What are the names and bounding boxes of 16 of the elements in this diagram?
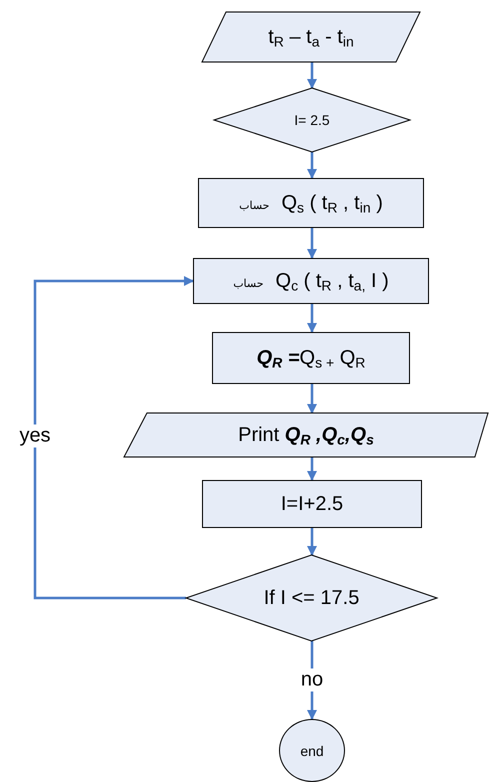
arrow (307, 304, 317, 333)
process-box: I=I+2.5 (202, 480, 422, 528)
arrow (34, 276, 194, 600)
arrow (307, 228, 317, 259)
arrow (307, 528, 317, 556)
terminal-circle: end (279, 719, 345, 782)
decision-diamond: I= 2.5 (214, 88, 410, 152)
arrow (307, 62, 317, 89)
process-box: Q$_{R}$ =Q$_{s +}$ Q$_{R}$ (212, 332, 410, 384)
output-parallelogram: Print Q$_{R}$ ,Q$_{c}$,Q$_{s}$ (124, 413, 488, 457)
arrow (307, 152, 317, 179)
edge-label: yes (17, 424, 53, 448)
arrow (307, 384, 317, 414)
input-parallelogram: t$_{R}$ – t$_{a}$ - t$_{in}$ (202, 12, 420, 62)
arrow (307, 457, 317, 481)
decision-diamond: If I <= 17.5 (186, 555, 437, 641)
